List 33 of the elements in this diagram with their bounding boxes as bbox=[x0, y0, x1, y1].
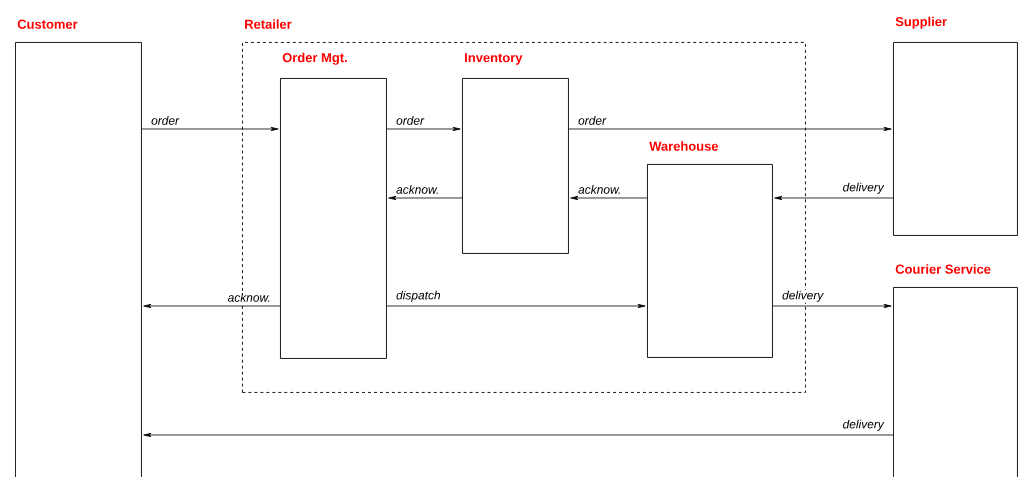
node-label: Warehouse bbox=[649, 141, 719, 151]
edge-label: delivery bbox=[841, 418, 885, 432]
node-label: Courier Service bbox=[895, 264, 991, 274]
edge-label: acknow. bbox=[226, 292, 272, 303]
arrow bbox=[386, 126, 461, 132]
edge-label: acknow. bbox=[577, 184, 623, 195]
arrow bbox=[143, 432, 894, 438]
arrow bbox=[143, 303, 281, 309]
arrow bbox=[774, 195, 894, 201]
process-box: Order Mgt. bbox=[280, 52, 387, 359]
node-label: Customer bbox=[17, 19, 78, 29]
node-label: Inventory bbox=[465, 53, 523, 65]
arrow bbox=[386, 303, 646, 309]
process-box: Warehouse bbox=[647, 141, 773, 358]
node-label: Supplier bbox=[895, 16, 947, 29]
edge-label: order bbox=[395, 115, 425, 126]
node-label: Order Mgt. bbox=[282, 52, 347, 65]
edge-label: acknow. bbox=[395, 184, 441, 195]
edge-label: dispatch bbox=[395, 289, 442, 303]
arrow bbox=[141, 126, 279, 132]
process-box: Inventory bbox=[462, 53, 569, 254]
edge-label: delivery bbox=[841, 181, 885, 195]
arrow bbox=[570, 195, 648, 201]
edge-label: delivery bbox=[781, 289, 825, 303]
process-box: Courier Service bbox=[893, 264, 1018, 477]
arrow bbox=[388, 195, 463, 201]
node-label: Retailer bbox=[245, 19, 292, 29]
arrow bbox=[772, 303, 892, 309]
arrow bbox=[568, 126, 892, 132]
process-box: Supplier bbox=[893, 16, 1018, 236]
edge-label: order bbox=[577, 115, 607, 126]
edge-label: order bbox=[150, 115, 180, 126]
process-box: Customer bbox=[15, 19, 142, 477]
